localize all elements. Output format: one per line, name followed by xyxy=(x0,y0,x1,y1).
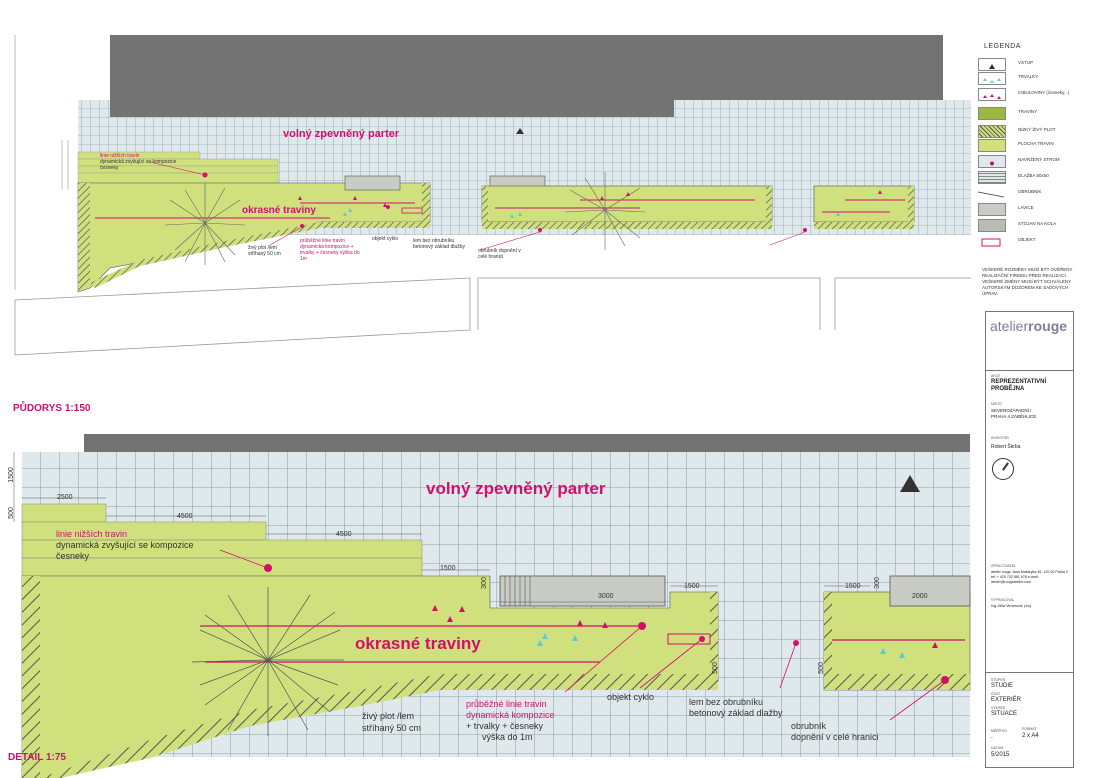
grasses-icon xyxy=(978,107,1006,120)
dim-500-left: 500 xyxy=(7,507,15,519)
plan-main-label: volný zpevněný parter xyxy=(283,128,400,140)
sheet-format: 2 x A4 xyxy=(1022,733,1039,739)
detail-callout-edge1: lem bez obrubníku xyxy=(689,697,764,707)
author-contact: atelier rouge Jana Masaryka 46, 120 00 P… xyxy=(991,570,1068,584)
grass-area-icon xyxy=(978,139,1006,152)
legend-item-grass-area: PLOCHA TRAVIN xyxy=(978,139,1078,153)
dim-300: 300 xyxy=(480,577,488,589)
plan-callout-lines-body: dynamická zvyšující se kompozice česneky xyxy=(100,159,177,171)
date: 5/2015 xyxy=(991,752,1010,758)
dim-3000: 3000 xyxy=(598,593,614,600)
investor: Robert Škrba xyxy=(991,444,1021,450)
plan-title: PŮDORYS 1:150 xyxy=(13,403,91,414)
detail-main-label: volný zpevněný parter xyxy=(426,479,606,498)
plan-grass-label: okrasné traviny xyxy=(242,205,316,216)
detail-callout-lines-body1: dynamická zvyšující se kompozice xyxy=(56,540,194,550)
dim-1500-right: 1500 xyxy=(684,583,700,590)
dim-1500-far: 1500 xyxy=(845,583,861,590)
perennial-icon xyxy=(978,72,1006,85)
dim-2000: 2000 xyxy=(912,593,928,600)
plan-callout-running: průběžné linie travin dynamická kompozic… xyxy=(300,238,360,262)
dim-500-far: 500 xyxy=(817,662,825,674)
legend-item-entry: VSTUP xyxy=(978,58,1078,72)
plan-building xyxy=(110,35,674,117)
plan-grass-bed-mid xyxy=(481,185,773,223)
detail-grass-bed-right xyxy=(823,591,971,691)
detail-plan xyxy=(13,434,971,778)
legend-item-tree: NAVRŽENÝ STROM xyxy=(978,155,1078,169)
site-plan xyxy=(14,35,971,356)
legend-item-object: OBJEKT xyxy=(978,235,1078,249)
plan-grass-bed-right xyxy=(813,185,915,223)
plan-building-2 xyxy=(674,35,943,100)
detail-callout-running1: průběžné linie travin xyxy=(466,699,547,709)
project-name: REPREZENTATIVNÍ PROBĚJNA xyxy=(991,379,1047,392)
dim-500-right: 500 xyxy=(711,662,719,674)
location: SEVEROZÁPADNÍ I PRAHA 4 ZÁBĚHLICE xyxy=(991,408,1037,419)
plan-callout-curb: obrubník dopnění v celé hranici xyxy=(478,248,521,260)
detail-callout-hedge1: živý plot /lem xyxy=(362,711,415,721)
bike-rack-icon xyxy=(978,219,1006,232)
legend-title: LEGENDA xyxy=(984,43,1021,50)
legend-item-grasses: TRAVINY xyxy=(978,107,1078,121)
dim-300-far: 300 xyxy=(873,577,881,589)
plan-callout-bike: objekt cyklo xyxy=(372,236,399,242)
stage: STUDIE xyxy=(991,683,1014,689)
drawn-by: Ing.Jitka Venerová, proj. xyxy=(991,604,1032,608)
dim-4500-a: 4500 xyxy=(177,513,193,520)
plan-tree-2 xyxy=(564,172,646,250)
drawing-name: SITUACE xyxy=(991,711,1018,717)
dim-1500-mid: 1500 xyxy=(440,565,456,572)
dim-2500: 2500 xyxy=(57,494,73,501)
dim-4500-b: 4500 xyxy=(336,531,352,538)
tree-icon xyxy=(978,155,1006,168)
legend-item-bike-rack: STOJAN NA KOLA xyxy=(978,219,1078,233)
dim-1500-left: 1500 xyxy=(7,467,15,483)
scale-value: - xyxy=(991,735,993,741)
hedge-icon xyxy=(978,125,1006,138)
detail-callout-hedge2: stříhaný 50 cm xyxy=(362,723,422,733)
title-block: atelierrouge AKCE REPREZENTATIVNÍ PROBĚJ… xyxy=(985,311,1074,768)
detail-callout-edge2: betonový základ dlažby xyxy=(689,708,783,718)
detail-title: DETAIL 1:75 xyxy=(8,752,66,763)
detail-callout-running2: dynamická kompozice xyxy=(466,710,555,720)
legend-item-paving: DLAŽBA 50x50 xyxy=(978,171,1078,185)
legend-item-bench: LAVICE xyxy=(978,203,1078,217)
detail-tree xyxy=(191,587,344,736)
north-arrow-icon xyxy=(992,458,1014,480)
part: EXTERIÉR xyxy=(991,697,1022,703)
legend-note: VEŠKERÉ ROZMĚRY MUSÍ BÝT OVĚŘENY REALIZA… xyxy=(982,267,1073,296)
entry-icon xyxy=(978,58,1006,71)
logo: atelierrouge xyxy=(990,318,1068,334)
legend-item-perennials: TRVALKY xyxy=(978,72,1078,86)
curb-icon xyxy=(977,187,1005,198)
plan-callout-lines-head: linie nižších travin xyxy=(100,153,140,159)
detail-callout-curb2: dopnění v celé hranici xyxy=(791,732,879,742)
legend-item-curb: OBRUBNÍK xyxy=(977,187,1078,201)
plan-callout-hedge: živý plot /lem stříhaný 50 cm xyxy=(248,245,281,257)
detail-callout-lines-body2: česneky xyxy=(56,551,90,561)
legend-item-hedge: NÍZKÝ ŽIVÝ PLOT xyxy=(978,125,1078,139)
paving-icon xyxy=(978,171,1006,184)
bulbs-icon xyxy=(978,88,1006,101)
legend-item-bulbs: CIBULOVINY (česneky...) xyxy=(978,88,1078,102)
detail-callout-bike: objekt cyklo xyxy=(607,692,655,702)
plan-tree-1 xyxy=(164,183,246,265)
detail-callout-running3: + trvalky + česneky xyxy=(466,721,544,731)
bench-icon xyxy=(978,203,1006,216)
detail-callout-curb1: obrubník xyxy=(791,721,827,731)
detail-callout-running4: výška do 1m xyxy=(482,732,533,742)
plan-callout-edge: lem bez obrubníku betonový základ dlažby xyxy=(413,238,465,250)
detail-callout-lines-head: linie nižších travin xyxy=(56,529,128,539)
object-icon xyxy=(978,235,1004,247)
detail-grass-label: okrasné traviny xyxy=(355,634,481,653)
